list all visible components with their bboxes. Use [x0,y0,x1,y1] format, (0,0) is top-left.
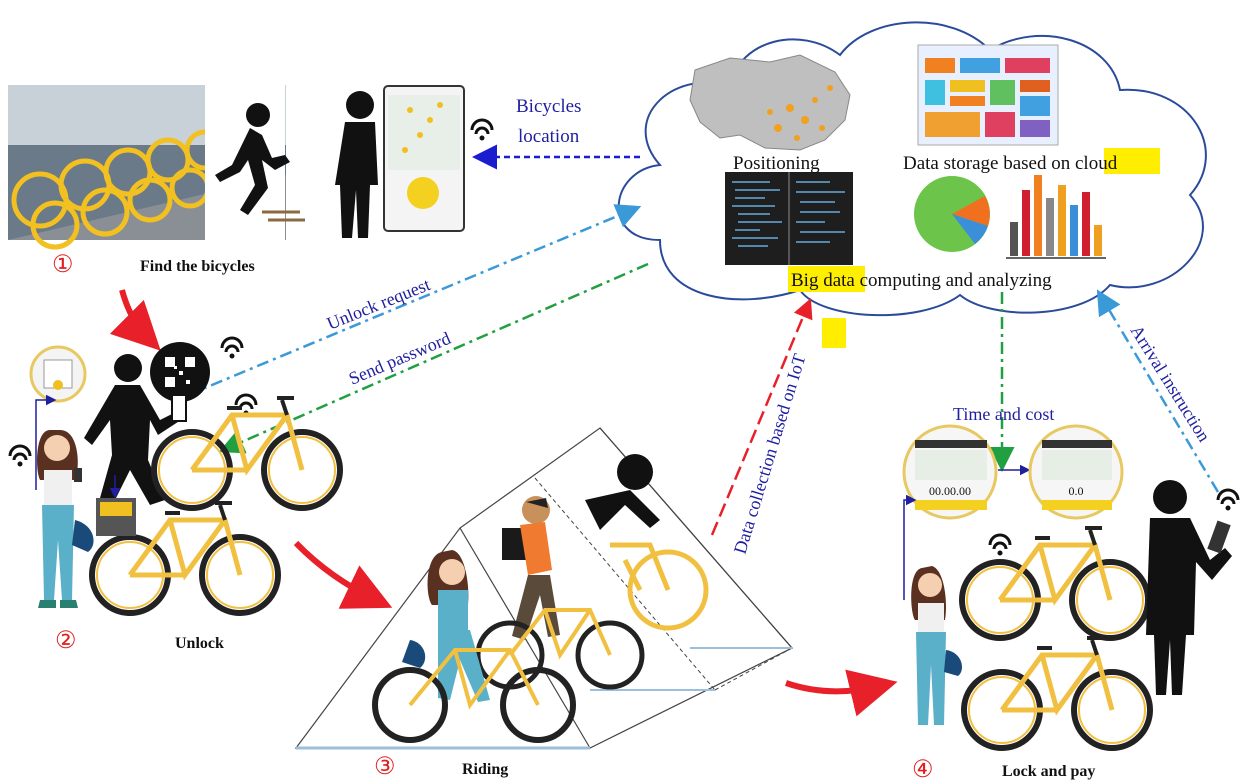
send-password-arrow [218,262,649,454]
bar-chart-icon [1006,175,1106,259]
step1-to-step2-arrow [109,289,161,351]
architecture-diagram-icon [917,44,1059,146]
map-phone-screen [383,85,465,232]
timer-phone-circle [902,424,998,520]
cost-phone-circle [1028,424,1124,520]
wifi-icon [8,444,32,468]
riding-label: Riding [462,761,508,778]
step2-to-step3-arrow [293,540,393,609]
lock-and-pay-label: Lock and pay [1002,763,1095,780]
bicycles-location-label-2: location [518,126,580,147]
step-2-number: ② [55,628,77,654]
timer-readout: 00.00.00 [929,484,971,498]
wifi-icon [1216,488,1240,512]
time-and-cost-label: Time and cost [953,404,1054,424]
standing-person-icon [335,91,378,238]
step-3-number: ③ [374,754,396,780]
wifi-icon [988,533,1012,557]
wifi-icon [470,118,494,142]
rider-icon [585,454,709,631]
running-person-icon [215,103,305,222]
step3-to-step4-arrow [785,669,898,717]
cloud-highlight [1104,148,1160,174]
arrival-instruction-label: Arrival instruction [1127,322,1215,446]
bicycle-icon [964,638,1150,748]
phone-link-arrow [903,494,917,600]
big-data-highlight [788,266,865,292]
cost-readout: 0.0 [1069,484,1084,498]
pie-chart-icon [914,176,990,252]
china-map-icon [689,54,851,151]
iot-highlight [822,318,846,348]
girl-with-phone-icon [37,430,94,608]
step-1-number: ① [52,252,74,278]
rider-icon [372,550,576,743]
data-storage-label: Data storage based on cloud [903,153,1118,174]
unlock-request-label: Unlock request [324,274,433,334]
phone-link-arrow [35,394,57,490]
bike-lock-photo [96,498,136,536]
code-screen-icon [725,172,853,265]
positioning-label: Positioning [733,153,820,174]
send-password-label: Send password [346,328,454,389]
wifi-icon [220,336,244,360]
wifi-icon [234,393,258,417]
unlock-request-arrow [187,204,642,397]
big-data-label: Big data computing and analyzing [791,270,1052,291]
small-phone-circle [29,345,87,403]
standing-person-with-phone-icon [1146,480,1232,695]
girl-with-phone-icon [911,566,962,725]
bicycles-location-label-1: Bicycles [516,96,581,117]
unlock-label: Unlock [175,635,224,652]
qr-code-icon [150,342,210,402]
walking-person-icon [84,354,187,505]
step-4-number: ④ [912,757,934,782]
find-bicycles-label: Find the bicycles [140,258,255,275]
data-collection-arrow [710,298,813,536]
data-collection-label: Data collection based on IoT [730,351,810,556]
